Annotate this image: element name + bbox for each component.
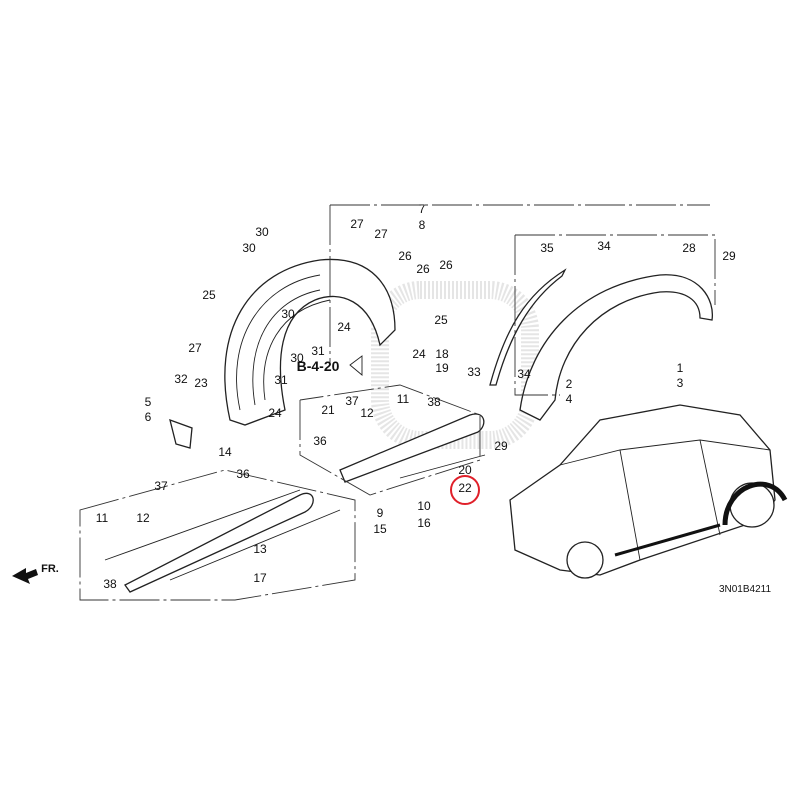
part-callout[interactable]: 30 bbox=[255, 225, 269, 239]
part-callout[interactable]: 20 bbox=[458, 463, 472, 477]
part-callout[interactable]: 37 bbox=[154, 479, 168, 493]
part-callout[interactable]: 31 bbox=[274, 373, 288, 387]
part-callout[interactable]: 19 bbox=[435, 361, 449, 375]
part-callout[interactable]: 17 bbox=[253, 571, 267, 585]
part-callout[interactable]: 30 bbox=[281, 307, 295, 321]
diagram-code: 3N01B4211 bbox=[719, 584, 772, 595]
part-callout[interactable]: 30 bbox=[242, 241, 256, 255]
watermark bbox=[371, 281, 539, 449]
part-callout[interactable]: 26 bbox=[416, 262, 430, 276]
part-callout[interactable]: 11 bbox=[96, 511, 109, 525]
part-callout[interactable]: 11 bbox=[397, 392, 410, 406]
part-callout[interactable]: 27 bbox=[374, 227, 388, 241]
part-callout[interactable]: 14 bbox=[218, 445, 232, 459]
part-callout[interactable]: 6 bbox=[145, 410, 152, 424]
part-callout[interactable]: 29 bbox=[722, 249, 736, 263]
arch-molding-small bbox=[489, 268, 567, 386]
part-callout[interactable]: 16 bbox=[417, 516, 431, 530]
side-garnish-lower bbox=[124, 492, 314, 593]
part-callout[interactable]: 30 bbox=[290, 351, 304, 365]
part-callout[interactable]: 34 bbox=[517, 367, 531, 381]
part-callout[interactable]: 24 bbox=[412, 347, 426, 361]
part-callout[interactable]: 3 bbox=[677, 376, 684, 390]
part-callout[interactable]: 18 bbox=[435, 347, 449, 361]
part-callout[interactable]: 10 bbox=[417, 499, 431, 513]
part-callout[interactable]: 26 bbox=[398, 249, 412, 263]
part-callout[interactable]: 32 bbox=[174, 372, 188, 386]
mud-flap bbox=[169, 418, 193, 449]
part-callout[interactable]: 15 bbox=[373, 522, 387, 536]
part-callout[interactable]: 21 bbox=[321, 403, 335, 417]
front-label: FR. bbox=[41, 563, 59, 575]
part-callout[interactable]: 38 bbox=[427, 395, 441, 409]
part-callout[interactable]: 26 bbox=[439, 258, 453, 272]
vehicle-illustration bbox=[509, 404, 788, 579]
part-callout[interactable]: 2 bbox=[566, 377, 573, 391]
part-callout[interactable]: 5 bbox=[145, 395, 152, 409]
arch-molding-large bbox=[519, 274, 714, 421]
front-direction-arrow: FR. bbox=[12, 563, 59, 584]
part-callout[interactable]: 8 bbox=[419, 218, 426, 232]
highlight-circle bbox=[450, 475, 480, 505]
part-callout[interactable]: 9 bbox=[377, 506, 384, 520]
part-callout[interactable]: 38 bbox=[103, 577, 117, 591]
reference-label[interactable]: B-4-20 bbox=[297, 358, 340, 374]
side-garnish-upper bbox=[339, 413, 485, 483]
part-callout[interactable]: 1 bbox=[677, 361, 684, 375]
part-callout[interactable]: 35 bbox=[540, 241, 554, 255]
part-callout[interactable]: 25 bbox=[434, 313, 448, 327]
part-callout[interactable]: 36 bbox=[236, 467, 250, 481]
part-callout[interactable]: 7 bbox=[419, 202, 426, 216]
part-callout[interactable]: 29 bbox=[494, 439, 508, 453]
part-callout[interactable]: 27 bbox=[350, 217, 364, 231]
fender-liner bbox=[224, 258, 396, 426]
part-callout[interactable]: 24 bbox=[268, 406, 282, 420]
part-callout[interactable]: 28 bbox=[682, 241, 696, 255]
part-callout[interactable]: 36 bbox=[313, 434, 327, 448]
part-callout[interactable]: 24 bbox=[337, 320, 351, 334]
part-callout[interactable]: 23 bbox=[194, 376, 208, 390]
part-callout[interactable]: 12 bbox=[136, 511, 150, 525]
part-callout[interactable]: 37 bbox=[345, 394, 359, 408]
part-callout[interactable]: 33 bbox=[467, 365, 481, 379]
part-callout[interactable]: 31 bbox=[311, 344, 325, 358]
part-callout[interactable]: 13 bbox=[253, 542, 267, 556]
part-callout[interactable]: 4 bbox=[566, 392, 573, 406]
part-callout[interactable]: 12 bbox=[360, 406, 374, 420]
part-callout[interactable]: 25 bbox=[202, 288, 216, 302]
part-callout[interactable]: 22 bbox=[458, 481, 472, 495]
part-callout[interactable]: 34 bbox=[597, 239, 611, 253]
part-callout[interactable]: 27 bbox=[188, 341, 202, 355]
